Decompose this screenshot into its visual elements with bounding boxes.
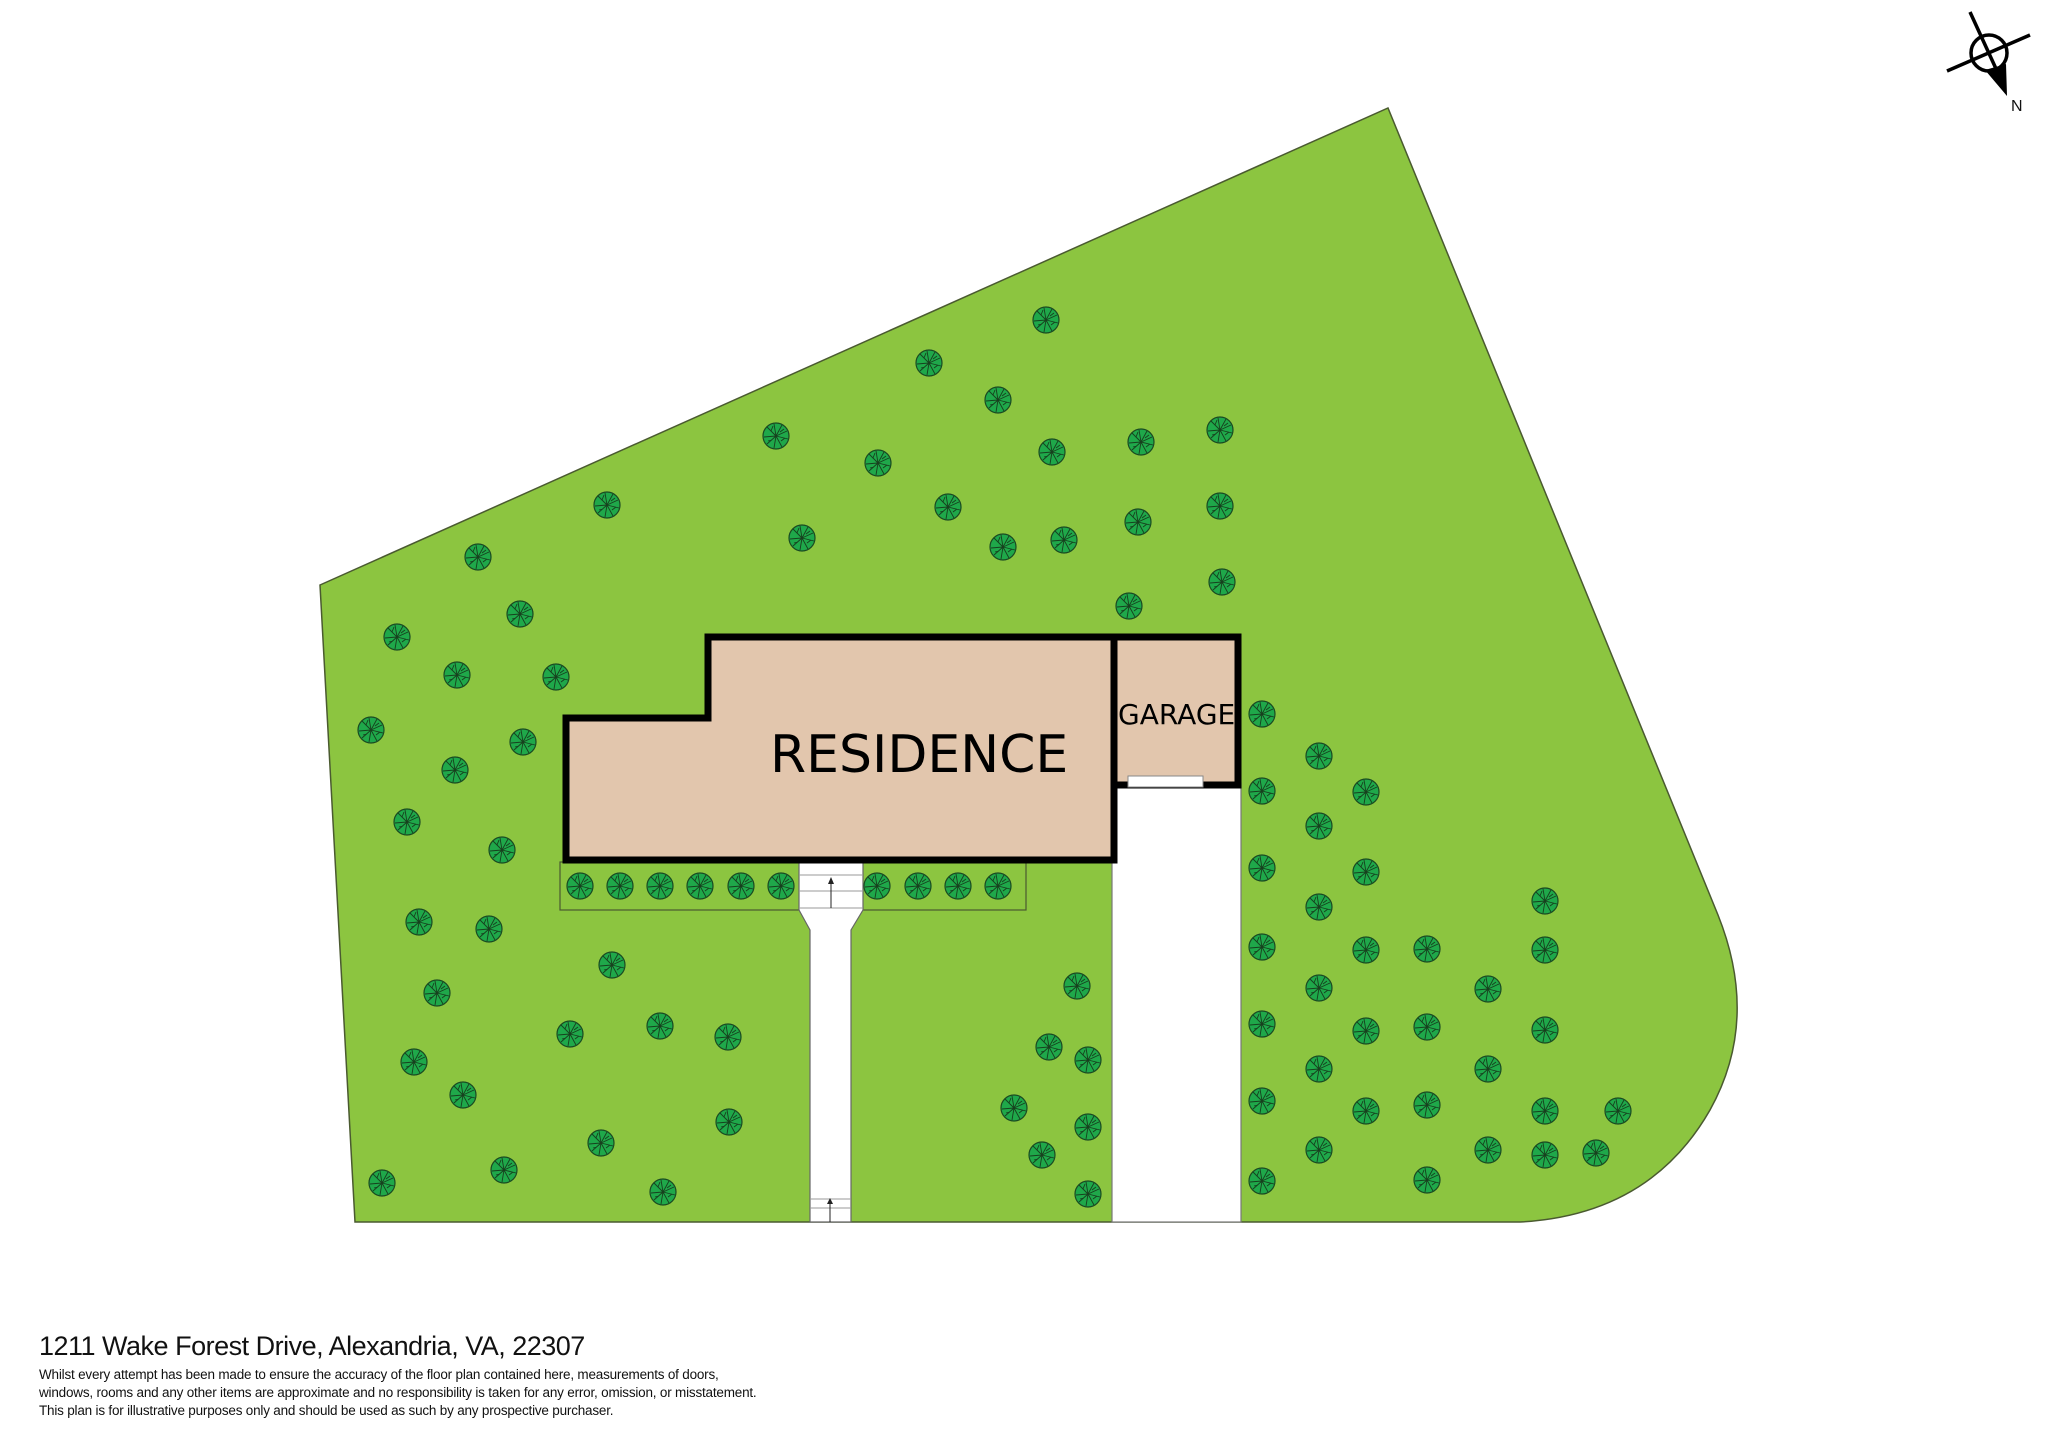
street-steps-arrow-icon	[827, 1198, 833, 1204]
plan-footer: 1211 Wake Forest Drive, Alexandria, VA, …	[39, 1330, 757, 1420]
north-compass-icon	[1946, 11, 2031, 96]
disclaimer-line-2: windows, rooms and any other items are a…	[39, 1385, 757, 1400]
compass-north-label: N	[2011, 98, 2023, 115]
garage-building	[1110, 633, 1242, 789]
driveway	[1111, 782, 1242, 1223]
disclaimer-line-1: Whilst every attempt has been made to en…	[39, 1367, 719, 1382]
property-address: 1211 Wake Forest Drive, Alexandria, VA, …	[39, 1331, 585, 1361]
garage-door	[1127, 775, 1204, 788]
steps-arrow-icon	[828, 877, 834, 884]
disclaimer-line-3: This plan is for illustrative purposes o…	[39, 1403, 614, 1418]
front-walkway	[798, 861, 864, 1223]
